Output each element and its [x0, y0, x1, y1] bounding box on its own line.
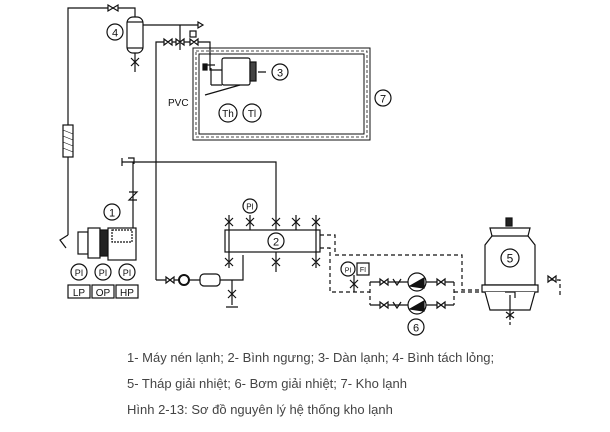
- thermometer-tl: Tl: [248, 109, 256, 120]
- valve: [107, 3, 119, 13]
- caption-legend-line-1: 1- Máy nén lạnh; 2- Bình ngưng; 3- Dàn l…: [127, 350, 495, 365]
- flow-indicator-fi: FI: [360, 267, 366, 274]
- lp-label: LP: [73, 288, 86, 299]
- cold-room: [192, 47, 371, 141]
- op-label: OP: [96, 288, 111, 299]
- label-5: 5: [507, 252, 514, 266]
- hp-label: HP: [120, 288, 134, 299]
- filter-drier: [62, 124, 74, 158]
- liquid-line: [155, 41, 211, 280]
- gauge-pi-3: PI: [123, 268, 132, 278]
- drain-valve: [130, 53, 140, 72]
- label-1: 1: [109, 208, 115, 220]
- label-2: 2: [273, 237, 279, 249]
- label-7: 7: [380, 94, 386, 106]
- schematic: 4 7 3 PVC Th Tl 1 PI PI PI LP OP HP: [59, 3, 561, 336]
- evaporator: [221, 57, 251, 86]
- label-3: 3: [277, 68, 283, 80]
- thermostat-th: Th: [222, 109, 234, 120]
- label-6: 6: [413, 323, 419, 335]
- condenser-gauge-pi: PI: [246, 203, 254, 212]
- compressor: [77, 227, 137, 261]
- discharge-line: [122, 161, 277, 235]
- gauge-pi-2: PI: [99, 268, 108, 278]
- caption-legend-line-2: 5- Tháp giải nhiệt; 6- Bơm giải nhiệt; 7…: [127, 376, 408, 391]
- figure-caption: Hình 2-13: Sơ đồ nguyên lý hệ thống kho …: [127, 402, 393, 417]
- water-circuit: [320, 234, 561, 325]
- pvc-label: PVC: [168, 98, 189, 109]
- suction-line: [67, 7, 136, 235]
- label-4: 4: [112, 28, 118, 40]
- water-gauge-pi: PI: [345, 268, 352, 275]
- gauge-pi-1: PI: [75, 268, 84, 278]
- cooling-tower: [481, 217, 557, 320]
